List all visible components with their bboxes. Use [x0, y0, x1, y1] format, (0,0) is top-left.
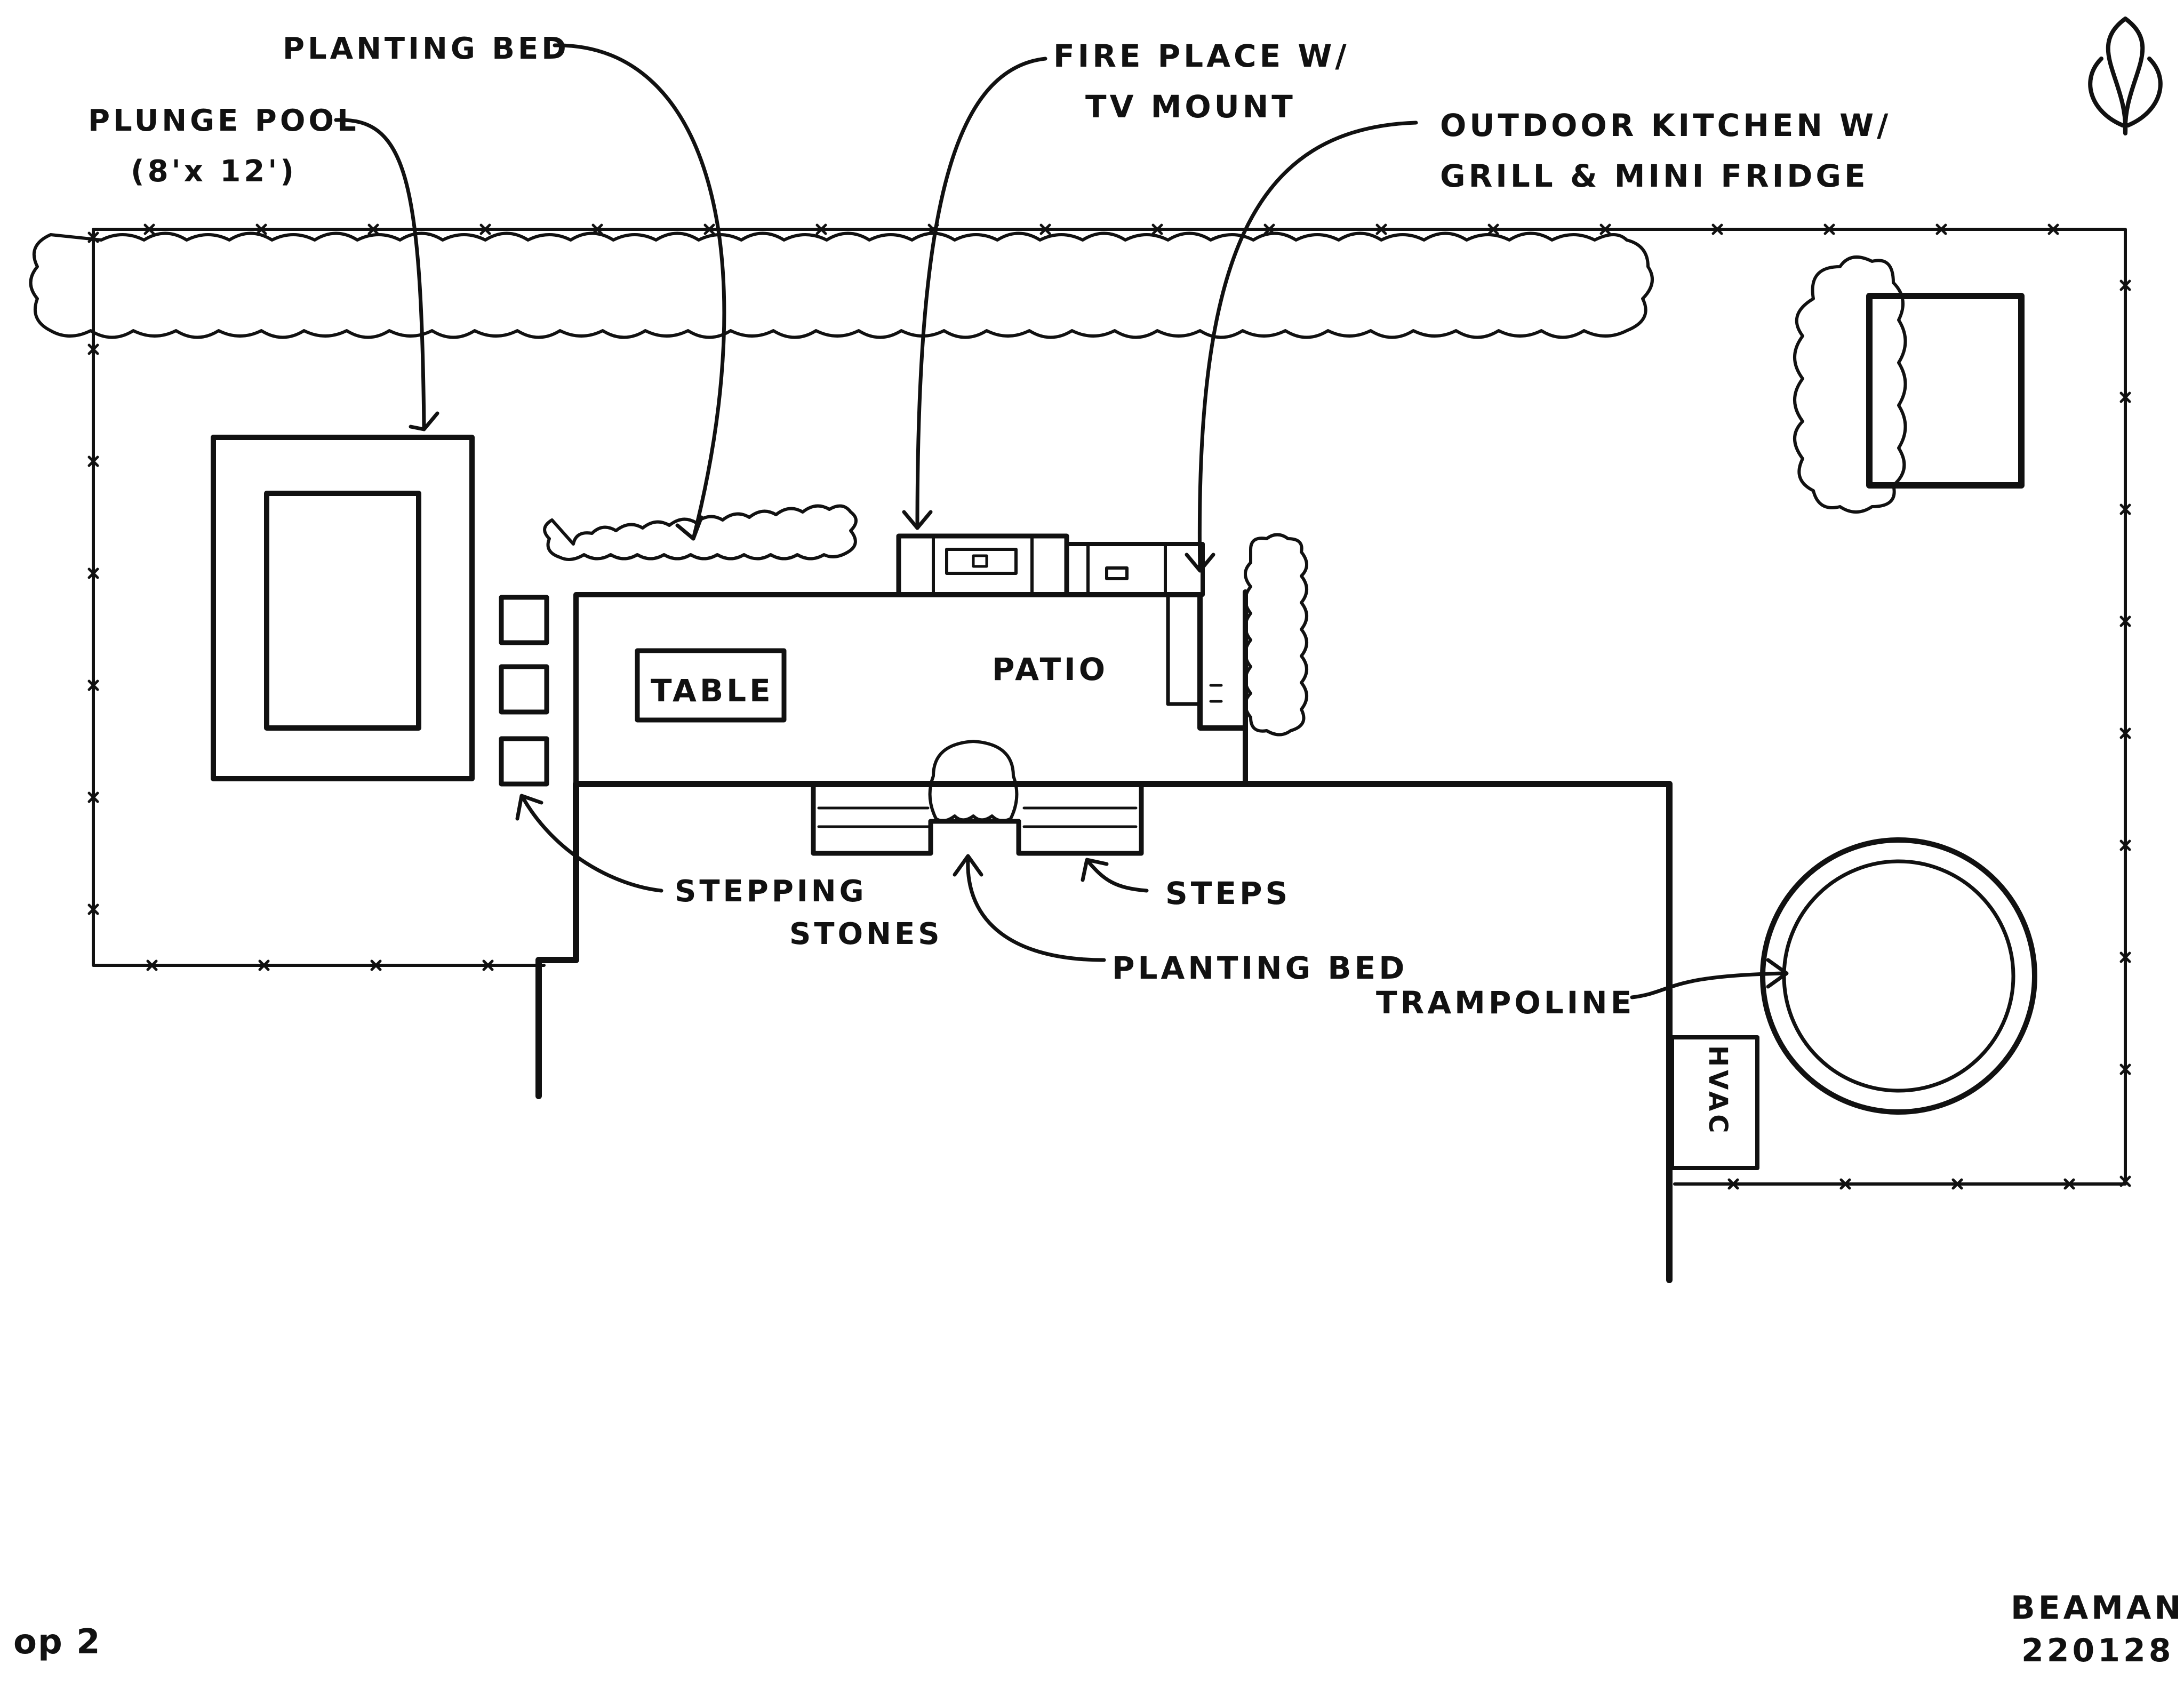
fence-post-mark: [2119, 727, 2131, 739]
fence-posts: [87, 223, 2131, 1190]
trampoline: [1760, 837, 2037, 1115]
fence-post-mark: [2047, 223, 2059, 235]
fence-post-mark: [87, 343, 99, 355]
label-tv-mount: TV MOUNT: [1085, 89, 1296, 125]
shed: [1866, 293, 2025, 489]
planting-bed-top: [543, 504, 858, 561]
label-trampoline: TRAMPOLINE: [1376, 985, 1635, 1021]
fence-post-mark: [87, 903, 99, 915]
fence-post-mark: [1151, 223, 1163, 235]
fence-post-mark: [1039, 223, 1051, 235]
fence-post-mark: [255, 223, 267, 235]
label-table: TABLE: [651, 673, 774, 709]
fence-post-mark: [815, 223, 827, 235]
hedge-top: [29, 231, 1654, 339]
label-planting-bed-top: PLANTING BED: [283, 31, 570, 66]
label-steps: STEPS: [1165, 875, 1291, 911]
fence-post-mark: [1839, 1178, 1851, 1190]
fence-post-mark: [2119, 839, 2131, 851]
planting-bed-arch: [928, 740, 1019, 822]
leader-lines: [334, 43, 1789, 999]
fence-post-mark: [2119, 279, 2131, 291]
fence-post-mark: [1711, 223, 1723, 235]
fence-post-mark: [1487, 223, 1499, 235]
fence-post-mark: [87, 791, 99, 803]
label-author: BEAMAN: [2011, 1589, 2184, 1627]
fence-post-mark: [482, 959, 494, 971]
fence-post-mark: [87, 455, 99, 467]
fence-post-mark: [143, 223, 155, 235]
property-fence: [87, 223, 2131, 1190]
fence-post-mark: [479, 223, 491, 235]
fence-post-mark: [367, 223, 379, 235]
fence-post-mark: [146, 959, 158, 971]
label-outdoor-kitchen: OUTDOOR KITCHEN W/: [1440, 107, 1891, 143]
labels: PLUNGE POOL (8'x 12') PLANTING BED FIRE …: [13, 31, 2184, 1669]
stepping-stones: [499, 595, 549, 787]
leaf-logo-icon: [2088, 17, 2163, 135]
table: [635, 648, 787, 723]
plunge-pool: [211, 435, 475, 781]
planting-bed-side: [1244, 533, 1308, 737]
fence-post-mark: [1823, 223, 1835, 235]
fence-post-mark: [2119, 951, 2131, 963]
fence-post-mark: [703, 223, 715, 235]
label-patio: PATIO: [992, 651, 1108, 687]
label-grill-fridge: GRILL & MINI FRIDGE: [1440, 158, 1869, 194]
label-fireplace: FIRE PLACE W/: [1053, 38, 1350, 74]
label-option: op 2: [13, 1622, 101, 1662]
fence-post-mark: [258, 959, 270, 971]
fence-post-mark: [2119, 1175, 2131, 1187]
fence-post-mark: [1727, 1178, 1739, 1190]
fence-post-mark: [1375, 223, 1387, 235]
fence-post-mark: [87, 679, 99, 691]
fence-post-mark: [2119, 503, 2131, 515]
label-stones: STONES: [789, 917, 943, 951]
label-plunge-pool: PLUNGE POOL: [88, 103, 359, 138]
hvac-unit: [1670, 1035, 1759, 1170]
fence-post-mark: [2119, 1063, 2131, 1075]
fence-post-mark: [370, 959, 382, 971]
fence-post-mark: [1951, 1178, 1963, 1190]
fence-post-mark: [2119, 615, 2131, 627]
fence-post-mark: [1935, 223, 1947, 235]
fence-post-mark: [1599, 223, 1611, 235]
fence-post-mark: [2063, 1178, 2075, 1190]
fence-post-mark: [87, 567, 99, 579]
label-stepping: STEPPING: [675, 874, 867, 909]
label-date: 220128: [2021, 1632, 2174, 1669]
fence-post-mark: [2119, 391, 2131, 403]
label-hvac: HVAC: [1703, 1045, 1733, 1136]
fireplace: [896, 533, 1069, 597]
label-planting-bed-bottom: PLANTING BED: [1112, 950, 1407, 986]
label-plunge-pool-size: (8'x 12'): [131, 154, 297, 189]
